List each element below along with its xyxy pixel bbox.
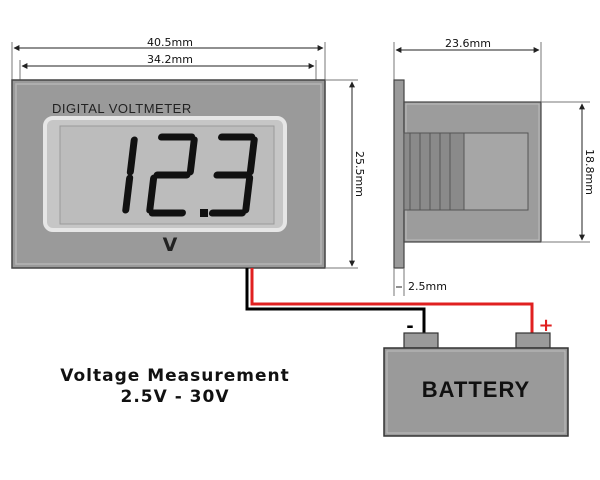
dim-flange-thickness: 2.5mm <box>408 280 447 293</box>
dim-body-height: 18.8mm <box>583 149 596 195</box>
lcd-decimal-point <box>200 209 208 217</box>
lcd-segment <box>122 174 134 214</box>
lcd-digits <box>122 133 258 217</box>
lcd-digit <box>122 136 138 214</box>
caption-line1: Voltage Measurement <box>60 366 289 386</box>
positive-sign: + <box>538 315 553 336</box>
unit-label: V <box>163 234 178 256</box>
dim-height: 25.5mm <box>353 151 366 197</box>
side-flange <box>393 79 405 269</box>
meter-panel-inner-edge <box>15 83 322 265</box>
lcd-digit <box>208 133 258 217</box>
negative-sign: - <box>406 316 413 337</box>
dim-bezel-width: 34.2mm <box>147 53 193 66</box>
wire-black <box>245 268 426 333</box>
lcd-segment <box>186 136 198 176</box>
battery-highlight <box>386 350 566 434</box>
battery-body <box>383 347 569 437</box>
battery-label: BATTERY <box>422 377 530 402</box>
side-clip-face <box>463 132 529 211</box>
lcd-digit <box>146 133 198 217</box>
dim-depth: 23.6mm <box>445 37 491 50</box>
lcd-segment <box>242 174 254 214</box>
lcd-segment <box>246 136 258 176</box>
lcd-segment <box>146 174 158 214</box>
caption-line2: 2.5V - 30V <box>121 387 230 407</box>
meter-label: DIGITAL VOLTMETER <box>52 101 192 116</box>
lcd-segment <box>126 136 138 176</box>
wire-red <box>250 268 534 333</box>
dim-total-width: 40.5mm <box>147 36 193 49</box>
